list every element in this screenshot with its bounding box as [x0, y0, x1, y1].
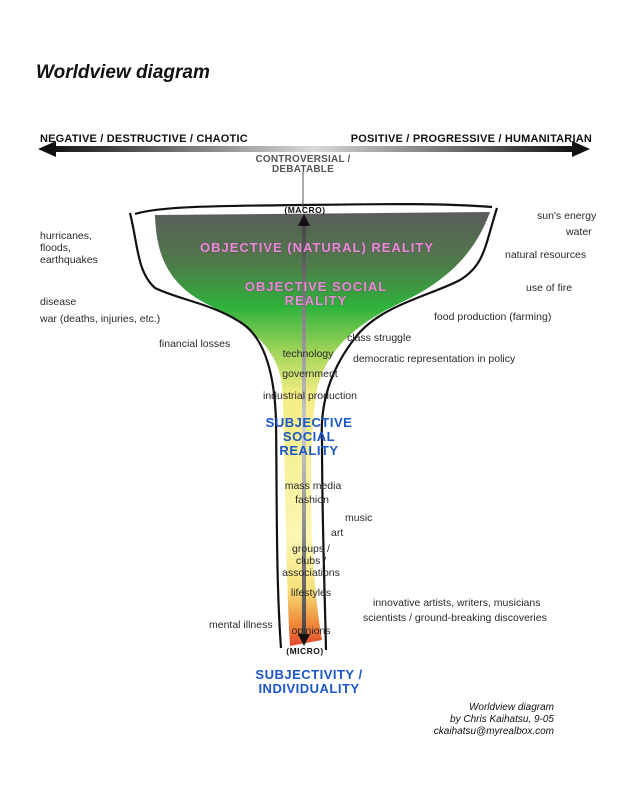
negative-axis-label: NEGATIVE / DESTRUCTIVE / CHAOTIC — [40, 133, 248, 145]
micro-label: (MICRO) — [286, 646, 324, 656]
innovators-text: innovative artists, writers, musicians — [373, 597, 541, 609]
floods-text: floods, — [40, 242, 71, 254]
individuality-label: SUBJECTIVITY / INDIVIDUALITY — [255, 668, 362, 696]
credit-line2: by Chris Kaihatsu, 9-05 — [450, 714, 554, 725]
subjective-social-reality-label: SUBJECTIVE SOCIAL REALITY — [266, 416, 353, 458]
macro-label: (MACRO) — [284, 205, 326, 215]
groups-line3: associations — [282, 567, 340, 579]
war-text: war (deaths, injuries, etc.) — [40, 313, 161, 325]
subjective-social-line3: REALITY — [279, 443, 339, 458]
controversial-line2: DEBATABLE — [272, 164, 334, 175]
controversial-label: CONTROVERSIAL / DEBATABLE — [255, 155, 350, 175]
individuality-line2: INDIVIDUALITY — [258, 681, 360, 696]
diagram-title: Worldview diagram — [36, 62, 210, 83]
disease-text: disease — [40, 296, 77, 308]
vertical-axis-arrow — [298, 214, 310, 646]
industrial-production-text: industrial production — [263, 390, 357, 402]
horizontal-axis-arrow — [38, 141, 590, 157]
positive-axis-label: POSITIVE / PROGRESSIVE / HUMANITARIAN — [350, 133, 592, 145]
use-of-fire-text: use of fire — [526, 282, 573, 294]
credit-block: Worldview diagram by Chris Kaihatsu, 9-0… — [434, 702, 554, 738]
financial-losses-text: financial losses — [159, 338, 231, 350]
technology-text: technology — [282, 348, 334, 360]
groups-line1: groups / — [292, 543, 330, 555]
hurricanes-text: hurricanes, — [40, 230, 92, 242]
mass-media-text: mass media — [284, 480, 342, 492]
controversial-line1: CONTROVERSIAL / — [255, 154, 351, 165]
objective-social-line2: REALITY — [284, 293, 348, 308]
suns-energy-text: sun's energy — [537, 210, 597, 222]
water-text: water — [566, 226, 592, 238]
food-production-text: food production (farming) — [434, 311, 552, 323]
objective-social-line1: OBJECTIVE SOCIAL — [244, 279, 388, 294]
credit-line3: ckaihatsu@myrealbox.com — [433, 726, 554, 737]
earthquakes-text: earthquakes — [40, 254, 98, 266]
subjective-social-line2: SOCIAL — [282, 429, 336, 444]
subjective-social-line1: SUBJECTIVE — [265, 415, 353, 430]
negative-natural-disasters: hurricanes, floods, earthquakes — [40, 230, 98, 266]
individuality-line1: SUBJECTIVITY / — [255, 667, 363, 682]
fashion-text: fashion — [295, 494, 329, 506]
lifestyles-text: lifestyles — [290, 587, 332, 599]
objective-social-reality-label: OBJECTIVE SOCIAL REALITY — [245, 280, 387, 308]
mental-illness-text: mental illness — [209, 619, 273, 631]
government-text: government — [282, 368, 338, 380]
natural-resources-text: natural resources — [505, 249, 587, 261]
objective-natural-reality-label: OBJECTIVE (NATURAL) REALITY — [199, 240, 435, 255]
credit-line1: Worldview diagram — [468, 702, 554, 713]
opinions-text: opinions — [291, 625, 331, 637]
scientists-text: scientists / ground-breaking discoveries — [363, 612, 547, 624]
class-struggle-text: class struggle — [347, 332, 412, 344]
democratic-representation-text: democratic representation in policy — [353, 353, 516, 365]
art-text: art — [331, 527, 344, 539]
groups-line2: clubs / — [295, 555, 327, 567]
groups-text: groups / clubs / associations — [282, 543, 340, 579]
music-text: music — [345, 512, 373, 524]
